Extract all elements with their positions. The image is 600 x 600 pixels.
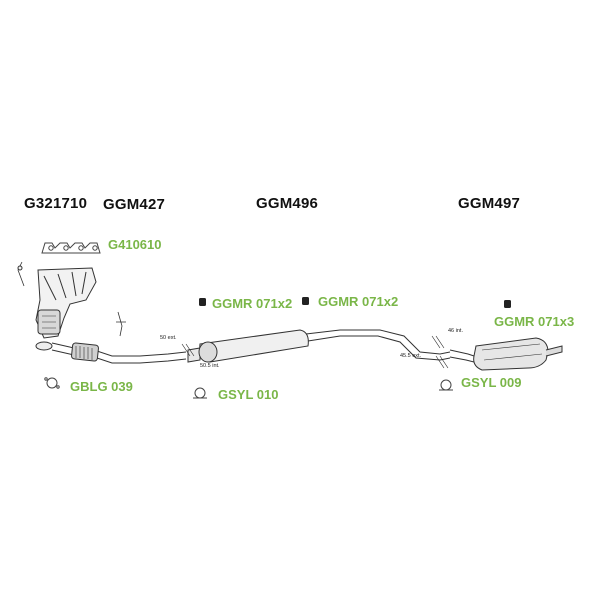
part-code-front-pipe: GGM427	[103, 196, 166, 213]
rear-silencer-drawing	[449, 337, 563, 371]
accessory-code-clamp-2: GSYL 009	[461, 375, 522, 390]
center-silencer-drawing	[187, 329, 451, 363]
dimension-marks	[181, 335, 449, 369]
flange-gasket-icon	[44, 377, 60, 389]
accessory-code-flange-gasket: GBLG 039	[70, 379, 133, 394]
accessory-code-mount-1: GGMR 071x2	[212, 296, 293, 311]
accessory-code-gasket: G410610	[108, 237, 162, 252]
clamp-gasket-icons	[44, 377, 453, 399]
manifold-catalyst-drawing	[17, 261, 97, 339]
dimension-label: 46 int.	[448, 328, 463, 334]
part-code-center-silencer: GGM496	[256, 195, 319, 212]
clamp-icon	[193, 387, 207, 399]
front-pipe-drawing	[35, 311, 187, 364]
part-code-rear-silencer: GGM497	[458, 195, 521, 212]
manifold-gasket-drawing	[41, 242, 101, 254]
accessory-code-clamp-1: GSYL 010	[218, 387, 279, 402]
accessory-code-mount-3: GGMR 071x3	[494, 314, 575, 329]
rubber-mount-icon	[504, 300, 511, 308]
rubber-mount-icon	[302, 297, 309, 305]
part-code-manifold: G321710	[24, 195, 88, 212]
clamp-icon	[439, 379, 453, 391]
dimension-label: 50.5 int.	[200, 363, 220, 369]
dimension-label: 50 ext.	[160, 335, 177, 341]
dimension-label: 45.5 ext.	[400, 353, 422, 359]
accessory-code-mount-2: GGMR 071x2	[318, 294, 399, 309]
rubber-mount-icons	[199, 297, 511, 308]
rubber-mount-icon	[199, 298, 206, 306]
